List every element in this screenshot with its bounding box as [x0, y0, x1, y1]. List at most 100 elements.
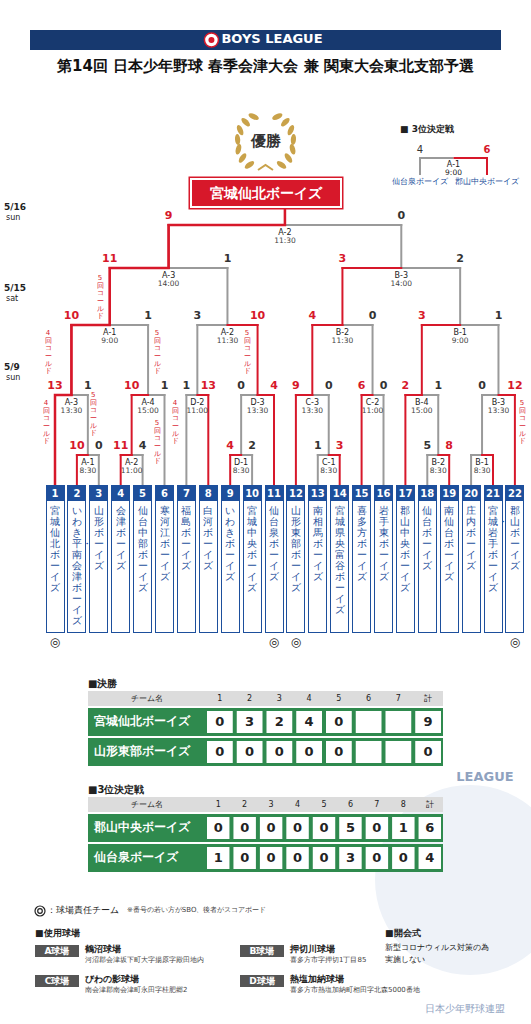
ballpark-name: びわの影球場	[85, 974, 139, 984]
score-cell	[356, 741, 382, 763]
score: 12	[507, 380, 522, 393]
bracket-line	[295, 395, 297, 485]
team-box: 18仙台ボーイズ	[418, 485, 437, 633]
score: 9	[165, 210, 173, 223]
bracket-line	[132, 394, 148, 396]
bracket-line	[481, 395, 483, 455]
team-name: いわき平・南会津ボーイズ	[72, 505, 82, 626]
bracket-line	[470, 455, 472, 485]
bracket-line	[71, 394, 87, 396]
match-time: 15:00	[411, 407, 433, 416]
laurel-leaf	[248, 112, 260, 121]
table-header-cell: 6	[366, 694, 371, 703]
bracket-line	[87, 395, 89, 455]
match-time: 13:30	[488, 407, 510, 416]
table-header-cell: 1	[216, 800, 221, 809]
bracket-line	[186, 394, 197, 396]
trophy-text: 優勝	[251, 133, 281, 150]
called-game-note: 5回コールド	[154, 420, 161, 466]
table-cell: 0	[334, 715, 343, 730]
match-time: 15:00	[137, 407, 159, 416]
match-time: 8:30	[474, 467, 491, 476]
match-time: 9:00	[101, 337, 118, 346]
table-header-cell: 1	[217, 694, 222, 703]
called-game-note: 4回コールド	[172, 400, 179, 446]
table-row	[88, 738, 443, 766]
match-time: 14:00	[390, 280, 412, 289]
table-cell: 4	[425, 851, 434, 866]
bracket-line	[342, 324, 372, 326]
match-time: 14:00	[158, 280, 180, 289]
laurel-leaf	[286, 124, 295, 136]
score-cell	[260, 817, 282, 839]
team-number: 11	[266, 486, 283, 501]
bracket-line	[240, 395, 242, 455]
date: 5/9	[4, 362, 20, 372]
team-box: 7福島ボーイズ	[177, 485, 196, 633]
section-heading: ■使用球場	[35, 928, 80, 938]
logo-mark	[204, 33, 218, 47]
team-number: 21	[485, 486, 502, 501]
ballpark-address: 喜多方市字押切1丁目85	[290, 956, 366, 964]
laurel-leaf	[289, 143, 297, 155]
match-code: B-2	[432, 458, 445, 467]
bracket-line	[77, 454, 88, 456]
table-header-cell: 6	[348, 800, 353, 809]
match-code: B-1	[475, 458, 488, 467]
table-cell: 1	[399, 821, 408, 836]
score-cell	[313, 847, 335, 869]
score-cell	[296, 711, 322, 733]
table-cell: 0	[372, 851, 381, 866]
field-marker: ◎	[291, 636, 301, 650]
table-cell: 0	[267, 821, 276, 836]
score-cell	[233, 847, 255, 869]
watermark-text: 日本少年野球連盟	[425, 1003, 505, 1015]
table-cell: 0	[275, 745, 284, 760]
score-cell	[386, 711, 412, 733]
bracket-line	[197, 394, 208, 396]
score-cell	[326, 711, 352, 733]
score: 0	[237, 380, 245, 393]
table-cell: 0	[267, 851, 276, 866]
ballpark-code: B球場	[240, 946, 284, 956]
score-cell	[237, 741, 263, 763]
table-team-name: 宮城仙北ボーイズ	[94, 715, 190, 728]
team-number: 18	[419, 486, 436, 501]
field-marker: ◎	[50, 636, 60, 650]
ballpark-name: 鶴沼球場	[85, 944, 121, 954]
score-cell	[286, 847, 308, 869]
table-cell: 9	[424, 715, 433, 730]
match-code: C-3	[306, 398, 320, 407]
match-code: D-3	[251, 398, 265, 407]
match-time: 11:30	[332, 337, 354, 346]
team-name: 郡山ボーイズ	[510, 505, 520, 571]
bracket-line	[460, 324, 498, 326]
table-cell: 4	[305, 715, 314, 730]
match-code: A-2	[125, 458, 138, 467]
team-number: 20	[463, 486, 480, 501]
team-name: 福島ボーイズ	[181, 505, 191, 571]
match-time: 8:30	[79, 467, 96, 476]
score: 10	[64, 310, 79, 323]
bracket-line	[318, 454, 329, 456]
ballpark-address: 河沼郡会津坂下町大字揚原字殿田地内	[85, 956, 204, 964]
table-cell: 0	[215, 715, 224, 730]
bracket-line	[196, 325, 198, 395]
bracket-line	[471, 454, 482, 456]
team-number: 12	[287, 486, 304, 501]
bracket-line	[486, 157, 488, 175]
score-cell	[366, 847, 388, 869]
ballpark-badge: D球場	[240, 975, 284, 987]
score-cell	[339, 817, 361, 839]
ballpark-badge: B球場	[240, 945, 284, 957]
champion-box: 宮城仙北ボーイズ	[190, 178, 342, 208]
score-cell	[233, 817, 255, 839]
team-box: 12山形東部ボーイズ	[286, 485, 305, 633]
bracket-line	[341, 268, 343, 325]
table-header-cell: 7	[396, 694, 401, 703]
match-time: 13:30	[61, 407, 83, 416]
table-cell: 0	[372, 821, 381, 836]
team-number: 19	[441, 486, 458, 501]
score: 5	[423, 440, 431, 453]
